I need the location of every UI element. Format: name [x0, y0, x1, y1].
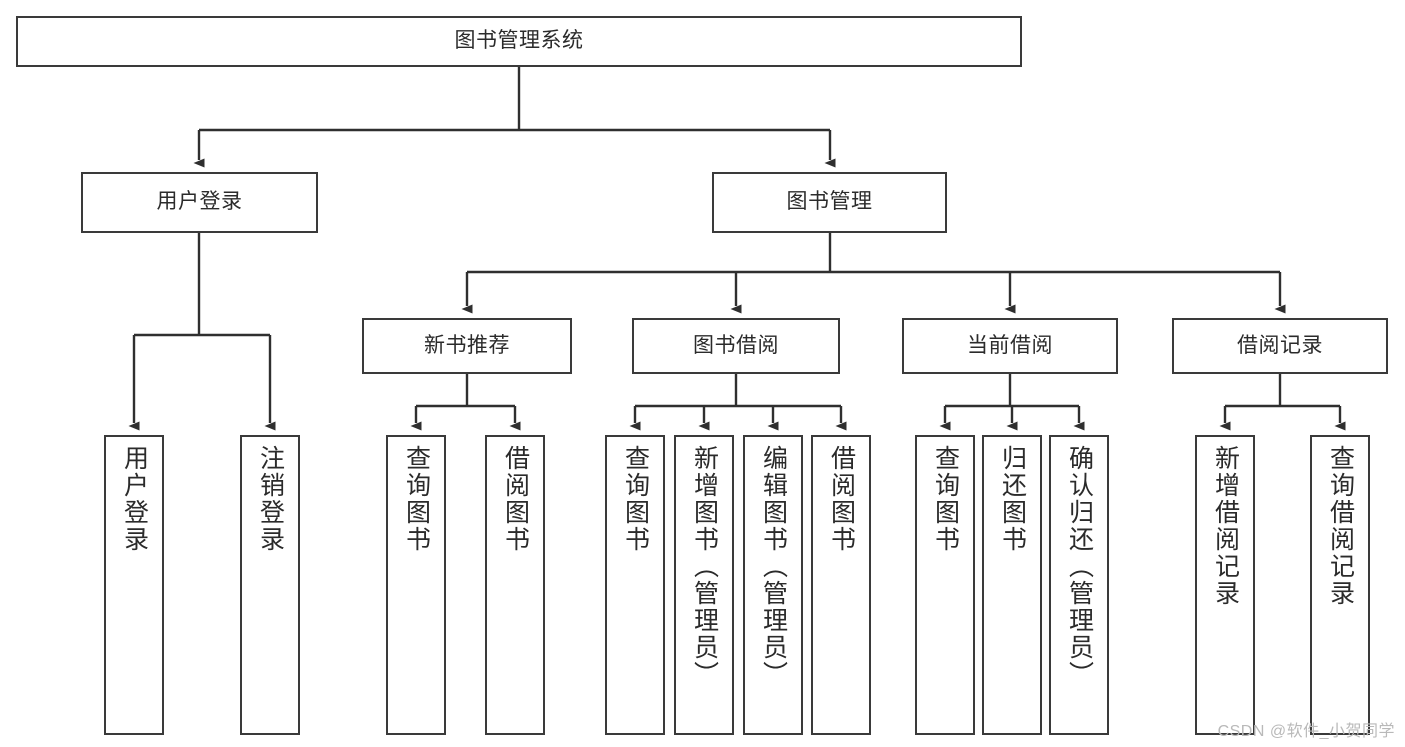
node-label: 归还图书 — [998, 445, 1027, 553]
leaf-query-book-recommendation[interactable]: 查询图书 — [386, 435, 446, 735]
node-label: 新书推荐 — [424, 333, 510, 357]
leaf-logout-login[interactable]: 注销登录 — [240, 435, 300, 735]
node-label: 查询图书 — [931, 445, 960, 553]
leaf-borrow-book-recommendation[interactable]: 借阅图书 — [485, 435, 545, 735]
node-label: 新增借阅记录 — [1211, 445, 1240, 607]
node-label: 编辑图书（管理员） — [759, 445, 788, 688]
node-label: 借阅图书 — [501, 445, 530, 553]
leaf-return-book[interactable]: 归还图书 — [982, 435, 1042, 735]
node-label: 查询借阅记录 — [1326, 445, 1355, 607]
node-label: 新增图书（管理员） — [690, 445, 719, 688]
node-new-book-recommendation[interactable]: 新书推荐 — [362, 318, 572, 374]
leaf-query-book-current[interactable]: 查询图书 — [915, 435, 975, 735]
node-label: 图书借阅 — [693, 333, 779, 357]
leaf-add-book-admin[interactable]: 新增图书（管理员） — [674, 435, 734, 735]
node-label: 当前借阅 — [967, 333, 1053, 357]
leaf-add-borrow-record[interactable]: 新增借阅记录 — [1195, 435, 1255, 735]
node-root-book-management-system[interactable]: 图书管理系统 — [16, 16, 1022, 67]
leaf-borrow-book[interactable]: 借阅图书 — [811, 435, 871, 735]
leaf-query-borrow-record[interactable]: 查询借阅记录 — [1310, 435, 1370, 735]
node-label: 借阅图书 — [827, 445, 856, 553]
node-label: 查询图书 — [402, 445, 431, 553]
node-book-borrow[interactable]: 图书借阅 — [632, 318, 840, 374]
node-label: 借阅记录 — [1237, 333, 1323, 357]
node-label: 注销登录 — [256, 445, 285, 553]
node-label: 用户登录 — [120, 445, 149, 553]
node-borrow-record[interactable]: 借阅记录 — [1172, 318, 1388, 374]
node-label: 用户登录 — [156, 190, 243, 214]
node-label: 图书管理 — [786, 190, 873, 214]
node-book-management[interactable]: 图书管理 — [712, 172, 947, 233]
node-user-login[interactable]: 用户登录 — [81, 172, 318, 233]
leaf-confirm-return-admin[interactable]: 确认归还（管理员） — [1049, 435, 1109, 735]
leaf-user-login[interactable]: 用户登录 — [104, 435, 164, 735]
leaf-edit-book-admin[interactable]: 编辑图书（管理员） — [743, 435, 803, 735]
csdn-watermark: CSDN @软件_小贺同学 — [1217, 723, 1395, 740]
leaf-query-book-borrow[interactable]: 查询图书 — [605, 435, 665, 735]
node-label: 查询图书 — [621, 445, 650, 553]
node-label: 确认归还（管理员） — [1065, 445, 1094, 688]
node-current-borrow[interactable]: 当前借阅 — [902, 318, 1118, 374]
node-label: 图书管理系统 — [454, 29, 584, 53]
